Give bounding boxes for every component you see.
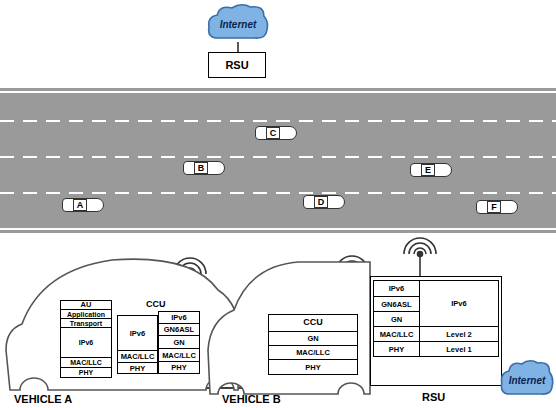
- vehicle-letter: A: [73, 199, 88, 211]
- protocol-layer: IPv6: [117, 315, 158, 351]
- road: [0, 88, 556, 233]
- rsu-unit: RSUIPv6GN6ASLGNMAC/LLCPHYIPv6Level 2Leve…: [370, 276, 502, 404]
- cloud-shape-path: [209, 5, 268, 38]
- road-vehicle: E: [410, 163, 452, 177]
- cloud-shape-path: [501, 361, 552, 394]
- road-vehicle: B: [183, 161, 225, 175]
- layer-label: PHY: [389, 345, 404, 354]
- protocol-layer: MAC/LLC: [373, 326, 420, 342]
- vehicle-letter: B: [194, 162, 209, 174]
- cloud-node: Internet: [207, 2, 269, 42]
- road-edge: [0, 91, 556, 93]
- rsu-label: RSU: [422, 391, 445, 404]
- layer-label: IPv6: [451, 299, 466, 308]
- layer-label: PHY: [171, 363, 186, 372]
- lane-line: [0, 192, 556, 194]
- layer-label: MAC/LLC: [296, 348, 330, 357]
- stack-heading: CCU: [268, 314, 358, 330]
- cloud-label: Internet: [220, 19, 257, 30]
- ccu-group: CCUIPv6MAC/LLCPHYIPv6GN6ASLGNMAC/LLCPHY: [116, 299, 200, 375]
- layer-label: IPv6: [79, 339, 93, 346]
- layer-label: Level 2: [446, 330, 471, 339]
- rsu-box: RSU: [208, 52, 266, 78]
- antenna: [404, 238, 436, 276]
- vehicle-letter: E: [421, 164, 435, 176]
- connector-line: [237, 42, 238, 52]
- layer-label: IPv6: [171, 313, 186, 322]
- protocol-layer: IPv6: [60, 327, 112, 358]
- road-vehicle: D: [303, 195, 345, 209]
- layer-label: MAC/LLC: [70, 359, 102, 366]
- protocol-layer: Level 1: [419, 341, 499, 357]
- cloud-label: Internet: [509, 375, 546, 386]
- layer-label: GN: [391, 315, 402, 324]
- group-heading: CCU: [146, 299, 166, 310]
- protocol-layer: GN: [268, 331, 358, 346]
- vehicle-label: VEHICLE B: [222, 393, 281, 406]
- lane-line: [0, 120, 556, 122]
- protocol-layer: GN6ASL: [373, 296, 420, 312]
- vehicle-shape-path: [6, 259, 240, 390]
- vehicle-label: VEHICLE A: [14, 393, 72, 406]
- box-label: RSU: [225, 59, 248, 71]
- layer-label: GN6ASL: [164, 325, 194, 334]
- vehicle-outline: VEHICLE AAUApplicationTransportIPv6MAC/L…: [2, 248, 242, 406]
- layer-label: IPv6: [130, 329, 145, 338]
- protocol-layer: MAC/LLC: [268, 345, 358, 360]
- layer-label: Transport: [70, 320, 102, 327]
- layer-label: IPv6: [389, 284, 404, 293]
- vehicle-shape-path: [208, 262, 370, 394]
- layer-label: GN6ASL: [381, 300, 411, 309]
- vehicle-outline: VEHICLE B CCU GN MAC/LLC PHY: [206, 258, 372, 406]
- cloud-node: Internet: [500, 358, 554, 398]
- layer-label: PHY: [130, 364, 145, 373]
- layer-label: MAC/LLC: [380, 330, 414, 339]
- connector: [238, 42, 239, 52]
- protocol-layer: GN: [373, 311, 420, 327]
- layer-label: Application: [67, 311, 105, 318]
- vehicle-letter: D: [314, 196, 329, 208]
- protocol-layer: IPv6: [419, 280, 499, 327]
- protocol-layer: PHY: [117, 362, 158, 374]
- protocol-layer: GN: [158, 335, 200, 349]
- road-edge: [0, 228, 556, 230]
- vehicle-letter: F: [487, 201, 501, 213]
- layer-label: PHY: [79, 369, 93, 376]
- protocol-layer: PHY: [60, 367, 112, 378]
- vehicle-letter: C: [266, 127, 281, 139]
- road-vehicle: A: [62, 198, 104, 212]
- layer-label: GN: [307, 334, 318, 343]
- protocol-stack: CCU GN MAC/LLC PHY: [268, 314, 358, 375]
- layer-label: MAC/LLC: [121, 352, 155, 361]
- layer-label: Level 1: [446, 345, 471, 354]
- road-vehicle: C: [255, 126, 297, 140]
- stack-heading: AU: [60, 300, 112, 309]
- protocol-layer: PHY: [373, 341, 420, 357]
- protocol-layer: Level 2: [419, 326, 499, 342]
- road-vehicle: F: [476, 200, 518, 214]
- protocol-layer: MAC/LLC: [158, 348, 200, 362]
- protocol-layer: IPv6: [373, 280, 420, 297]
- layer-label: PHY: [305, 363, 320, 372]
- layer-label: MAC/LLC: [162, 351, 196, 360]
- protocol-layer: PHY: [158, 361, 200, 374]
- protocol-stack: AU ApplicationTransportIPv6MAC/LLC PHY: [60, 300, 112, 378]
- layer-label: GN: [173, 338, 184, 347]
- protocol-layer: PHY: [268, 359, 358, 375]
- lane-line: [0, 156, 556, 158]
